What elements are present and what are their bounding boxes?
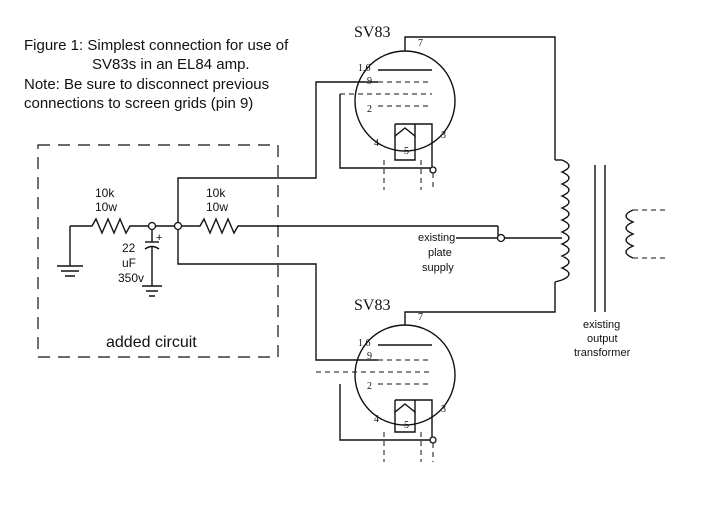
capacitor-value: 22 (122, 241, 136, 255)
capacitor-polarity: + (156, 232, 162, 244)
node-capacitor (147, 221, 157, 231)
added-circuit-label: added circuit (106, 334, 197, 351)
tube-1-pin-g2: 9 (367, 76, 372, 87)
wire-to-tube-2-g2 (177, 230, 378, 361)
supply-label-l3: supply (422, 262, 454, 274)
tube-2: SV83 7 1,6 9 2 4 5 3 (316, 282, 556, 462)
transformer-label-l2: output (587, 333, 618, 345)
tube-1-plate-wire (404, 36, 556, 160)
node-supply (496, 233, 506, 243)
tube-1-pin-heater: 4 (374, 138, 379, 149)
tube-2-pin-cathode: 3 (441, 404, 446, 415)
tube-1-pin-plate: 7 (418, 38, 423, 49)
resistor-2: 10k 10w (182, 186, 498, 235)
capacitor-voltage: 350v (118, 271, 144, 285)
tube-2-pin-heater: 4 (374, 414, 379, 425)
caption-line-1: Figure 1: Simplest connection for use of (24, 37, 289, 54)
capacitor: + 22 uF 350v (118, 230, 162, 297)
added-circuit-box (37, 144, 279, 358)
supply-label: existing plate supply (418, 232, 455, 274)
tube-1-pin-g1: 1,6 (358, 63, 371, 74)
resistor-2-value: 10k (206, 186, 226, 200)
tube-2-pin-heater-ctr: 5 (404, 420, 409, 431)
resistor-1-power: 10w (95, 200, 117, 214)
tube-2-pin-g1: 1,6 (358, 338, 371, 349)
resistor-2-power: 10w (206, 200, 228, 214)
capacitor-unit: uF (122, 256, 136, 270)
transformer-label-l3: transformer (574, 347, 631, 359)
caption-line-4: connections to screen grids (pin 9) (24, 95, 253, 112)
transformer-label: existing output transformer (574, 319, 631, 359)
tube-1: SV83 7 1,6 9 2 4 5 3 (339, 24, 556, 190)
tube-2-plate-wire (404, 282, 556, 325)
tube-2-name: SV83 (354, 297, 390, 314)
tube-1-name: SV83 (354, 24, 390, 41)
node-junction (173, 221, 183, 231)
transformer-label-l1: existing (583, 319, 620, 331)
output-transformer (554, 159, 665, 312)
tube-1-pin-cathode: 3 (441, 130, 446, 141)
tube-2-pin-g2: 9 (367, 351, 372, 362)
tube-1-pin-g3: 2 (367, 104, 372, 115)
figure-caption: Figure 1: Simplest connection for use of… (24, 37, 289, 112)
tube-2-pin-g3: 2 (367, 381, 372, 392)
resistor-1-value: 10k (95, 186, 115, 200)
resistor-1: 10k 10w (70, 186, 148, 235)
caption-line-2: SV83s in an EL84 amp. (92, 56, 250, 73)
tube-1-pin-heater-ctr: 5 (404, 146, 409, 157)
wire-to-tube-1-g2 (177, 81, 378, 222)
supply-label-l2: plate (428, 247, 452, 259)
caption-line-3: Note: Be sure to disconnect previous (24, 76, 269, 93)
tube-2-pin-plate: 7 (418, 312, 423, 323)
ground-symbol-left (57, 226, 83, 277)
supply-label-l1: existing (418, 232, 455, 244)
